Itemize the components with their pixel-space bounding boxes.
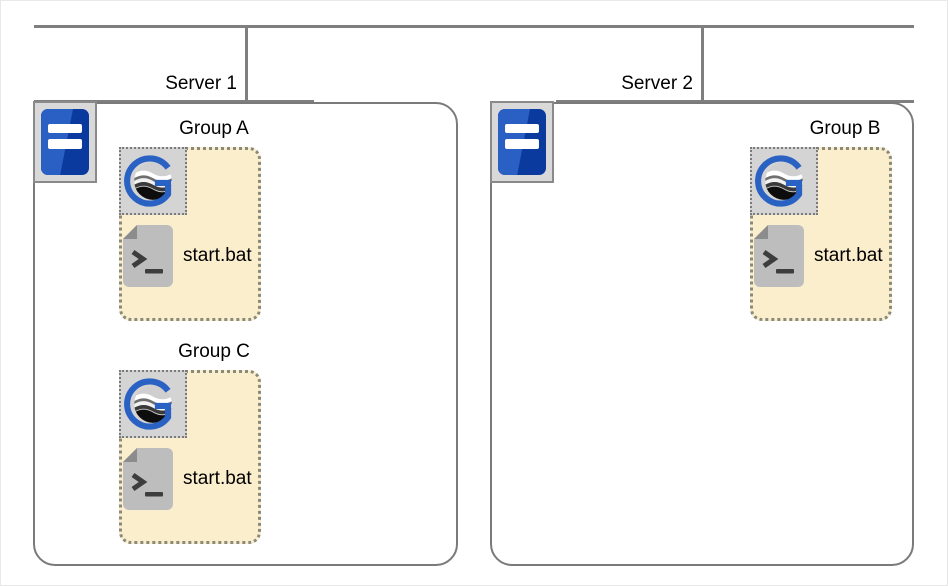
server-icon-bar-top <box>505 123 539 133</box>
batch-file-icon <box>123 448 173 510</box>
server-1-label: Server 1 <box>165 73 237 94</box>
connector-server-1-horizontal <box>34 100 314 103</box>
server-icon-bar-top <box>48 123 82 133</box>
group-c-file-row[interactable]: start.bat <box>123 448 252 510</box>
group-c-gradle-logo-icon <box>119 370 187 438</box>
group-a-file-row[interactable]: start.bat <box>123 225 252 287</box>
connector-server-1-vertical <box>245 25 248 102</box>
server-icon-body <box>498 109 546 175</box>
group-a-label: Group A <box>179 118 249 139</box>
connector-top-horizontal <box>34 25 914 28</box>
server-2-icon <box>490 101 554 183</box>
server-2-label: Server 2 <box>621 73 693 94</box>
group-b-gradle-logo-icon <box>750 147 818 215</box>
group-c-label: Group C <box>178 341 250 362</box>
server-1-icon <box>33 101 97 183</box>
server-icon-bar-bottom <box>505 139 539 149</box>
group-a-file-name: start.bat <box>183 245 252 266</box>
batch-file-icon <box>754 225 804 287</box>
server-icon-bar-bottom <box>48 139 82 149</box>
group-b-label: Group B <box>809 118 881 139</box>
group-a-gradle-logo-icon <box>119 147 187 215</box>
batch-file-icon <box>123 225 173 287</box>
group-b-file-name: start.bat <box>814 245 883 266</box>
group-b-file-row[interactable]: start.bat <box>754 225 883 287</box>
connector-server-2-horizontal <box>556 100 914 103</box>
group-c-file-name: start.bat <box>183 468 252 489</box>
server-icon-body <box>41 109 89 175</box>
connector-server-2-vertical <box>701 25 704 102</box>
